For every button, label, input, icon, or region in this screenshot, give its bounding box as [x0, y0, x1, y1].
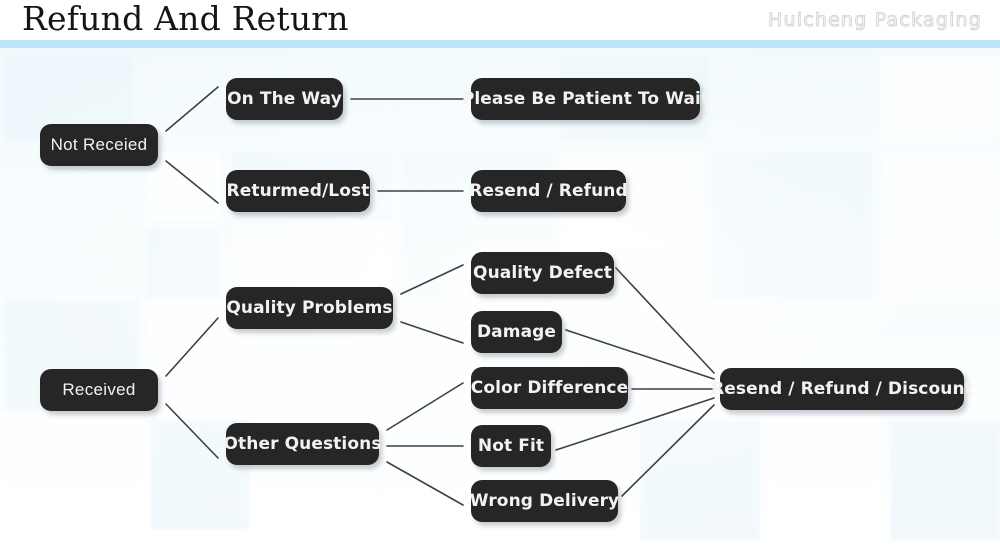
node-label: Please Be Patient To Wait — [461, 89, 710, 109]
node-label: Resend / Refund / Discount — [711, 379, 973, 399]
node-color-difference[interactable]: Color Difference — [471, 367, 628, 409]
node-label: Quality Defect — [473, 263, 612, 283]
node-label: Damage — [476, 322, 557, 342]
node-label: On The Way — [227, 89, 342, 109]
node-resend-refund[interactable]: Resend / Refund — [469, 170, 628, 212]
node-label: Not Fit — [477, 436, 545, 456]
node-label: Resend / Refund — [469, 181, 628, 201]
node-label: Quality Problems — [226, 298, 393, 318]
node-not-fit[interactable]: Not Fit — [471, 425, 551, 467]
node-label: Returmed/Lost — [226, 181, 370, 201]
node-label: Not Receied — [50, 135, 148, 154]
node-be-patient[interactable]: Please Be Patient To Wait — [462, 78, 709, 120]
node-other-questions[interactable]: Other Questions — [223, 423, 382, 465]
node-label: Color Difference — [470, 378, 629, 398]
node-not-received[interactable]: Not Receied — [40, 124, 158, 166]
background-texture — [0, 48, 1000, 550]
node-returned-lost[interactable]: Returmed/Lost — [226, 170, 370, 212]
brand-watermark: Huicheng Packaging — [768, 9, 982, 32]
node-quality-defect[interactable]: Quality Defect — [471, 252, 614, 294]
node-on-the-way[interactable]: On The Way — [226, 78, 343, 120]
node-damage[interactable]: Damage — [471, 311, 562, 353]
node-received[interactable]: Received — [40, 369, 158, 411]
header-divider — [0, 40, 1000, 48]
slide-header: Refund And Return Huicheng Packaging — [0, 0, 1000, 48]
node-label: Other Questions — [223, 434, 382, 454]
node-quality-problems[interactable]: Quality Problems — [226, 287, 393, 329]
node-resend-refund-discount[interactable]: Resend / Refund / Discount — [711, 368, 973, 410]
page-title: Refund And Return — [22, 0, 349, 38]
background-vignette — [0, 48, 1000, 550]
node-wrong-delivery[interactable]: Wrong Delivery — [469, 480, 620, 522]
node-label: Received — [62, 380, 136, 399]
node-label: Wrong Delivery — [469, 491, 620, 511]
